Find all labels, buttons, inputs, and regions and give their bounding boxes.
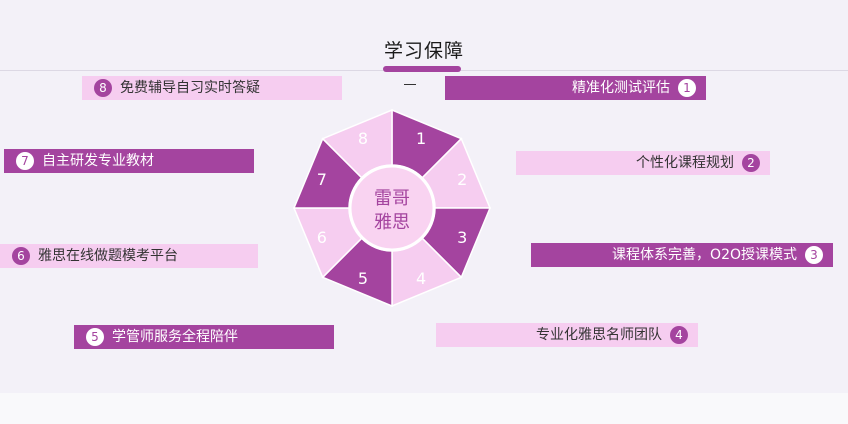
feature-6: 6 雅思在线做题模考平台 — [0, 244, 258, 268]
feature-2-text: 个性化课程规划 — [636, 155, 734, 171]
wheel-segment-label: 7 — [317, 170, 327, 189]
feature-1: 精准化测试评估 1 — [445, 76, 706, 100]
feature-5-number: 5 — [86, 328, 104, 346]
feature-7-text: 自主研发专业教材 — [42, 153, 154, 169]
feature-7-number: 7 — [16, 152, 34, 170]
feature-8-number: 8 — [94, 79, 112, 97]
wheel-segment-label: 2 — [457, 170, 467, 189]
wheel-segment-label: 3 — [457, 228, 467, 247]
wheel-center-line1: 雷哥 — [374, 188, 410, 209]
wheel-segment-label: 1 — [416, 129, 426, 148]
feature-3: 课程体系完善，O2O授课模式 3 — [531, 243, 833, 267]
feature-1-number: 1 — [678, 79, 696, 97]
feature-8: 8 免费辅导自习实时答疑 — [82, 76, 342, 100]
section-title: 学习保障 — [383, 40, 464, 62]
wheel-center-line2: 雅思 — [374, 212, 410, 233]
feature-5-text: 学管师服务全程陪伴 — [112, 329, 238, 345]
feature-5: 5 学管师服务全程陪伴 — [74, 325, 334, 349]
feature-7: 7 自主研发专业教材 — [4, 149, 254, 173]
feature-4-number: 4 — [670, 326, 688, 344]
feature-4: 专业化雅思名师团队 4 — [436, 323, 698, 347]
feature-6-text: 雅思在线做题模考平台 — [38, 248, 178, 264]
feature-8-text: 免费辅导自习实时答疑 — [120, 80, 260, 96]
feature-3-text: 课程体系完善，O2O授课模式 — [612, 247, 797, 263]
wheel-segment-label: 5 — [358, 269, 368, 288]
wheel-center — [348, 164, 436, 252]
wheel-segment-label: 6 — [317, 228, 327, 247]
footer-band — [0, 393, 848, 424]
title-underline — [383, 66, 461, 72]
wheel-segment-label: 8 — [358, 129, 368, 148]
feature-2: 个性化课程规划 2 — [516, 151, 770, 175]
feature-4-text: 专业化雅思名师团队 — [536, 327, 662, 343]
feature-1-text: 精准化测试评估 — [572, 80, 670, 96]
feature-2-number: 2 — [742, 154, 760, 172]
feature-3-number: 3 — [805, 246, 823, 264]
decor-dash — [404, 84, 416, 85]
wheel-segment-label: 4 — [416, 269, 426, 288]
feature-6-number: 6 — [12, 247, 30, 265]
